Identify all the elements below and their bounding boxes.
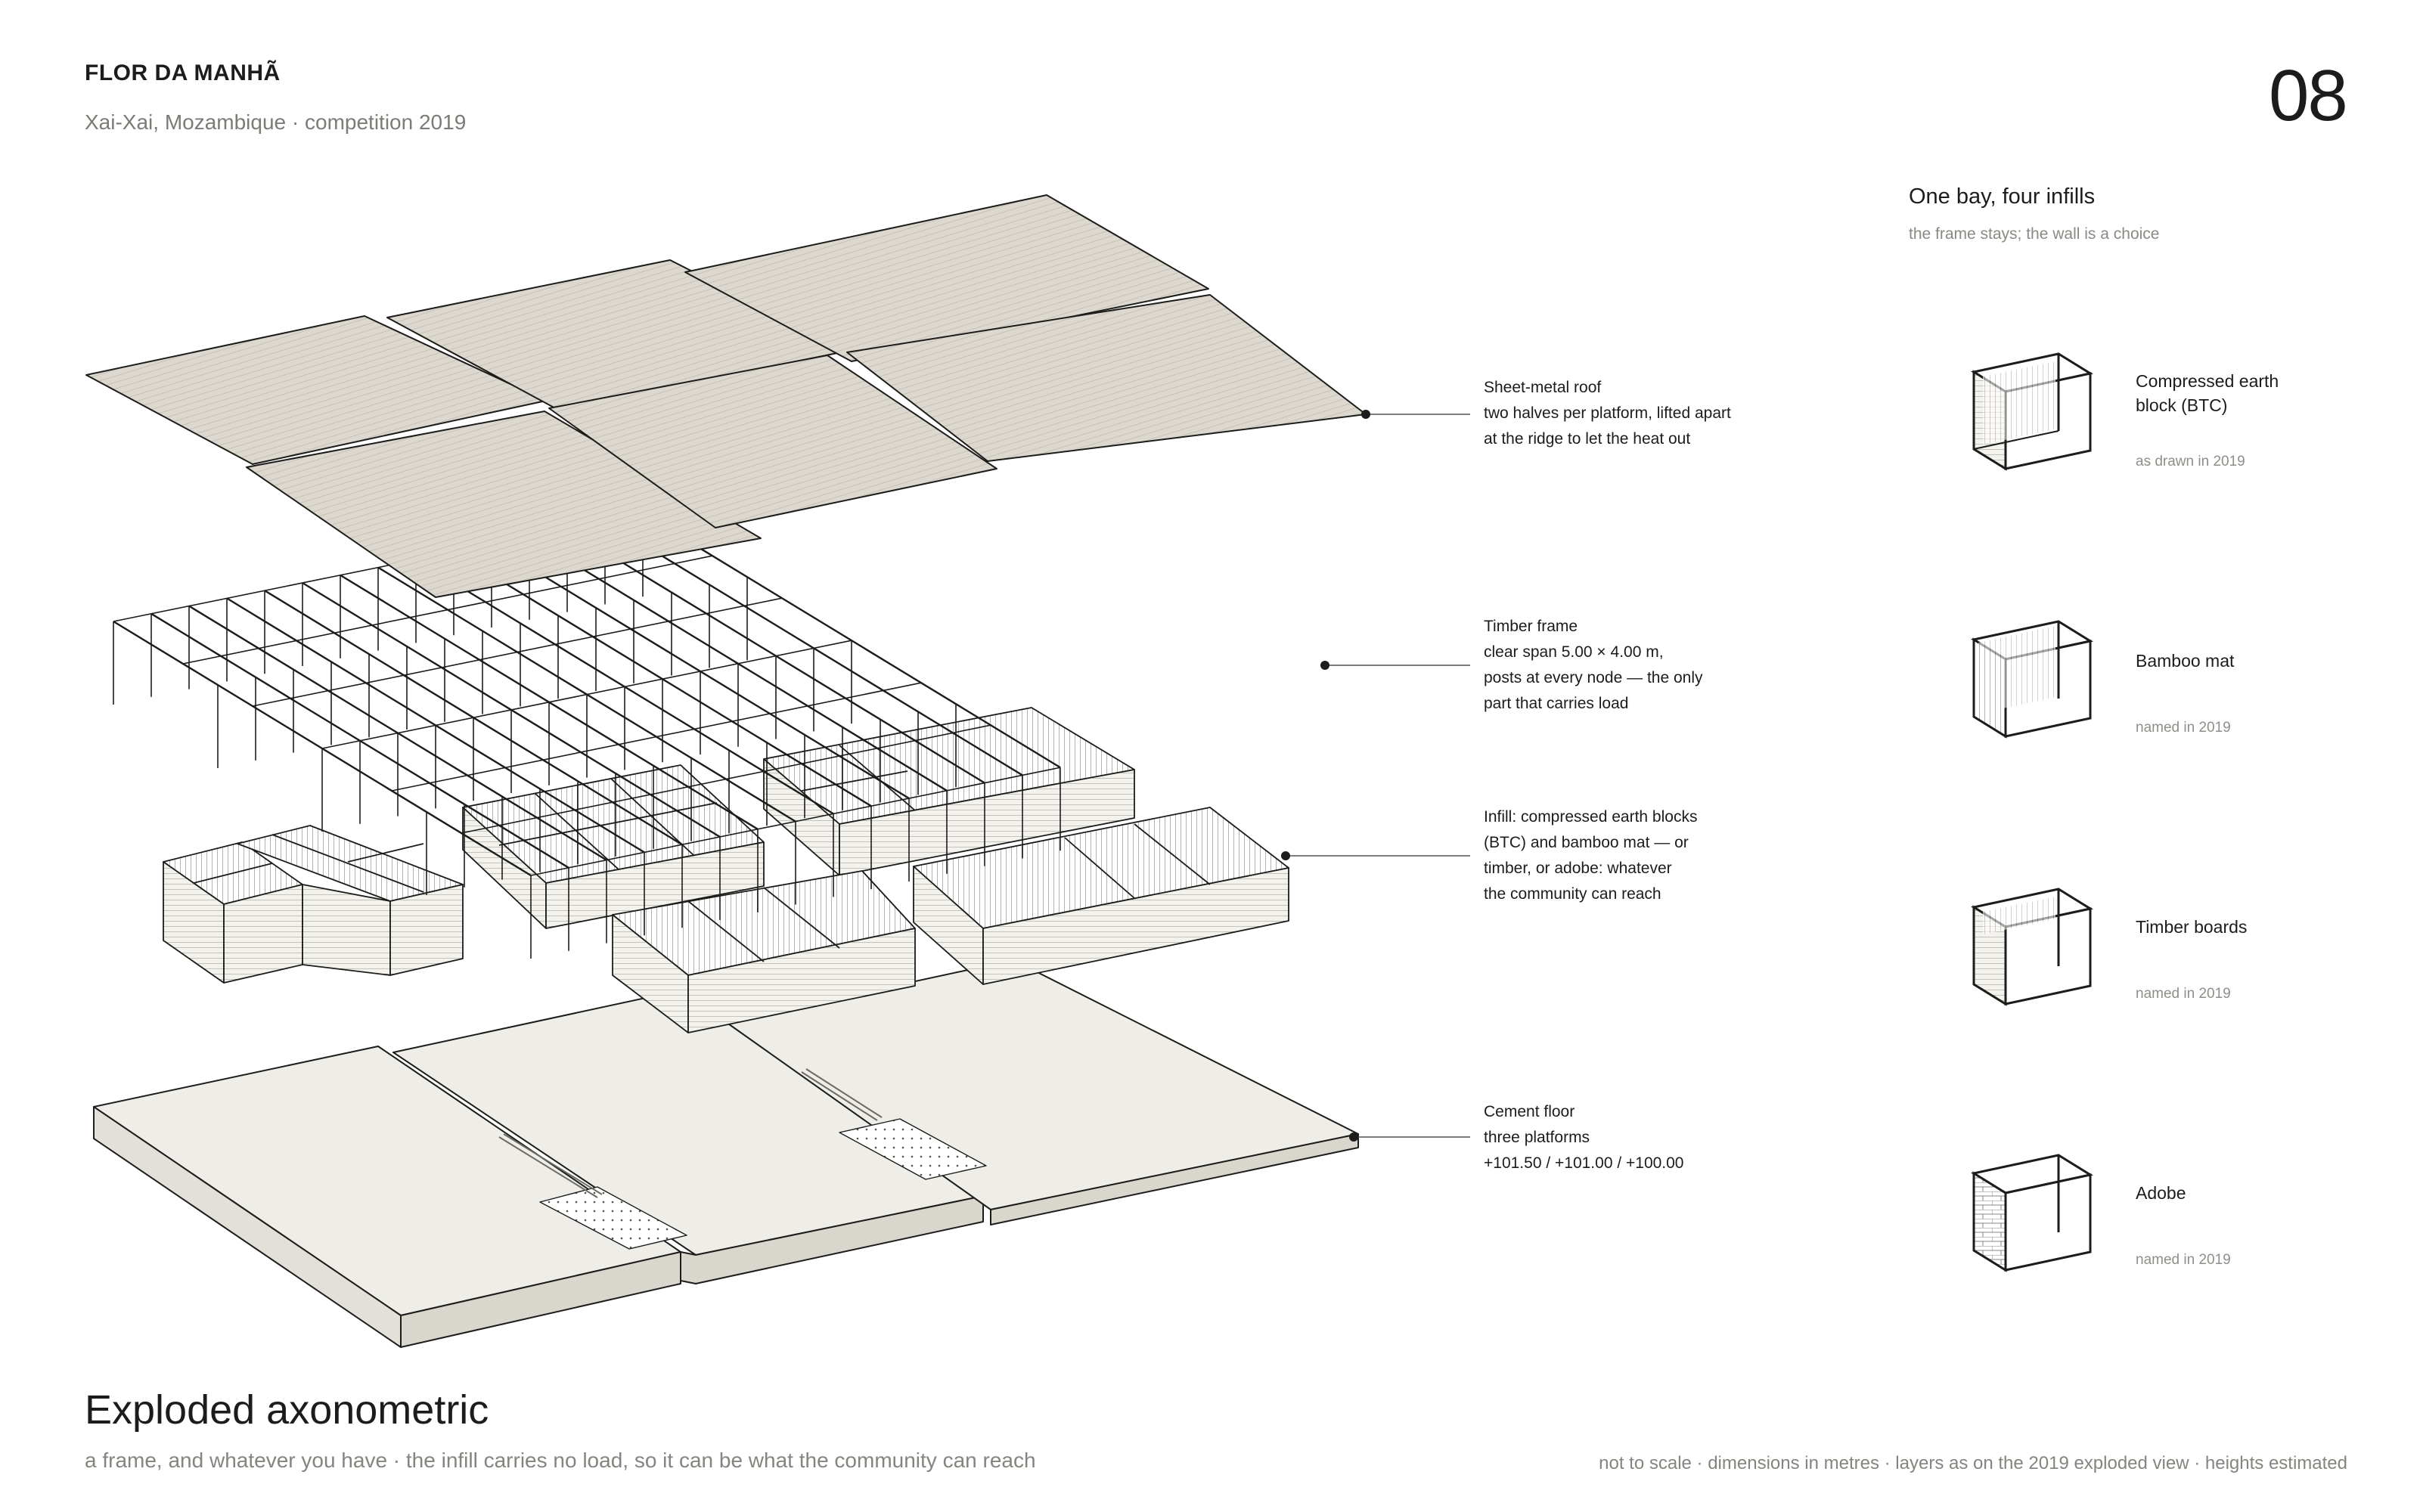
infill-note-timber: named in 2019 [2136,986,2231,1002]
view-title: Exploded axonometric [85,1387,489,1433]
frame-member [391,682,922,792]
callout-infill: Infill: compressed earth blocks (BTC) an… [1484,808,1698,903]
view-subtitle: a frame, and whatever you have · the inf… [85,1448,1036,1472]
frame-member [182,555,713,665]
paving-patch-1 [539,1186,687,1250]
leader-dot-floor [1349,1132,1358,1142]
callout-timber-frame: Timber frame clear span 5.00 × 4.00 m, p… [1484,618,1703,712]
infill-note-bamboo: named in 2019 [2136,720,2231,736]
infill-label-adobe: Adobe [2136,1183,2186,1203]
bamboo-infill-cube-icon [1971,620,2093,739]
cement-floor-layer [93,959,1359,1348]
frame-member [252,597,783,707]
infill-panel-title: One bay, four infills [1909,184,2096,209]
sheet-number: 08 [2269,55,2348,136]
adobe-infill-cube-icon [1971,1154,2093,1272]
callout-cement-floor: Cement floor three platforms +101.50 / +… [1484,1103,1684,1172]
infill-label-timber: Timber boards [2136,917,2248,937]
infill-note-adobe: named in 2019 [2136,1252,2231,1268]
leader-dot-roof [1361,410,1370,419]
paving-patch-2 [839,1118,987,1180]
callout-roof: Sheet-metal roof two halves per platform… [1484,379,1731,448]
project-title: FLOR DA MANHÃ [85,60,281,85]
timber-frame-layer [113,513,1061,959]
sheet-metal-roof-layer [85,194,1367,598]
frame-member [461,724,991,834]
infill-note-btc: as drawn in 2019 [2136,454,2245,469]
leader-dot-frame [1320,661,1329,670]
drawing-notes: not to scale · dimensions in metres · la… [1599,1453,2347,1473]
callout-leaders [1281,410,1470,1142]
leader-dot-infill [1281,851,1290,860]
infill-walls-layer [163,707,1289,1033]
infill-panel-subtitle: the frame stays; the wall is a choice [1909,225,2160,243]
roof-panel-5 [548,355,997,528]
timber-infill-cube-icon [1971,888,2093,1006]
infill-label-btc: Compressed earth block (BTC) [2136,371,2279,415]
project-location: Xai-Xai, Mozambique · competition 2019 [85,110,467,134]
roof-panel-4 [246,411,762,598]
btc-infill-cube-icon [1971,352,2093,471]
roof-panel-3 [684,194,1209,362]
infill-label-bamboo: Bamboo mat [2136,651,2235,671]
